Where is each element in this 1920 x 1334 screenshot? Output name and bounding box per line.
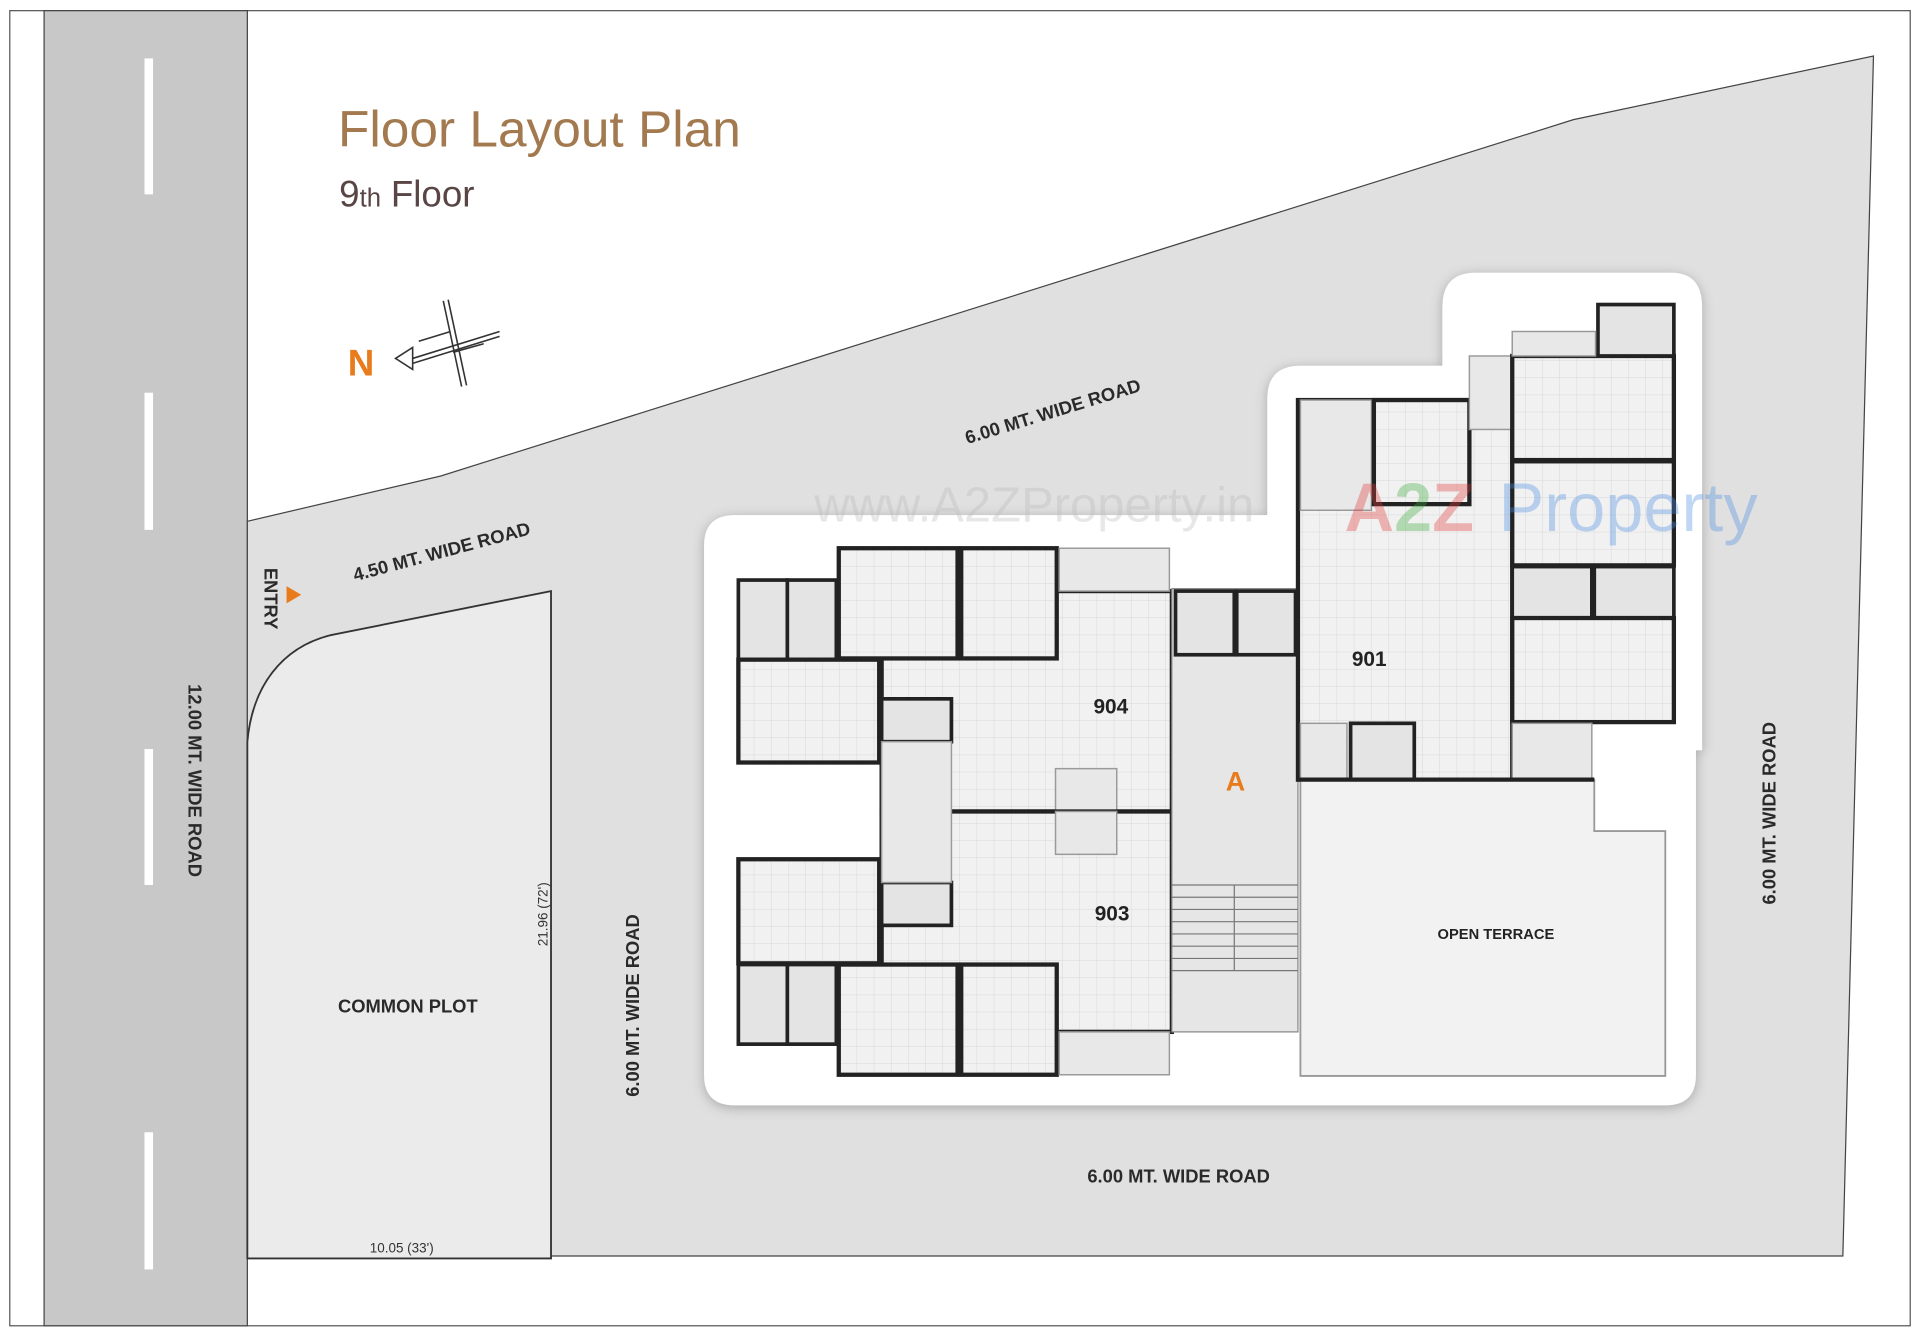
north-label: N [348, 343, 375, 384]
dimension-horizontal: 10.05 (33') [370, 1240, 434, 1255]
page-title: Floor Layout Plan [338, 100, 741, 158]
unit-label-901: 901 [1352, 648, 1387, 671]
unit-904[interactable] [736, 546, 1174, 814]
dimension-vertical: 21.96 (72') [535, 882, 550, 946]
core-a [1171, 588, 1299, 1033]
entry-arrow-icon [286, 586, 302, 604]
page-border [9, 10, 1911, 1327]
unit-label-903: 903 [1095, 902, 1130, 925]
road-label-mid: 6.00 MT. WIDE ROAD [622, 914, 643, 1097]
core-label: A [1226, 767, 1245, 797]
common-plot-area [246, 589, 552, 1260]
open-terrace-label: OPEN TERRACE [1438, 927, 1555, 943]
unit-901[interactable] [1295, 302, 1677, 782]
road-label-east: 6.00 MT. WIDE ROAD [1759, 722, 1780, 905]
west-road [43, 10, 248, 1327]
road-label-south: 6.00 MT. WIDE ROAD [1087, 1166, 1270, 1187]
north-arrow-icon [394, 299, 500, 387]
staircase [1171, 884, 1298, 972]
watermark-url: www.A2ZProperty.in [813, 478, 1254, 532]
road-label-west: 12.00 MT. WIDE ROAD [185, 684, 206, 877]
passage [880, 740, 953, 884]
common-plot-label: COMMON PLOT [338, 995, 479, 1016]
entry-label: ENTRY [260, 568, 281, 630]
unit-label-904: 904 [1093, 696, 1128, 719]
